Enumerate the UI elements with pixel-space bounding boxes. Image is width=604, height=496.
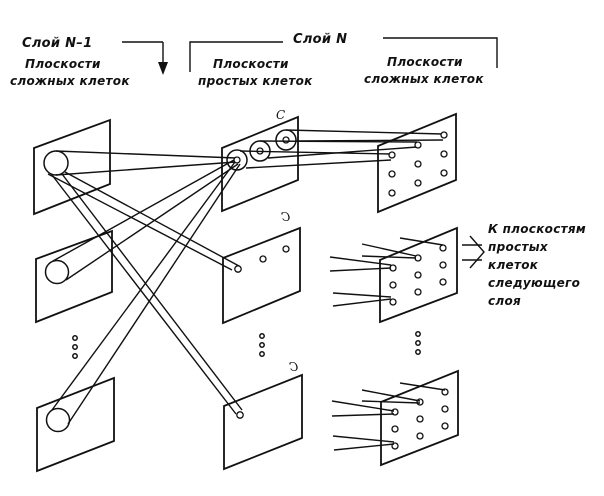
complex-cell <box>440 150 448 158</box>
complex-cell <box>414 160 422 168</box>
complex-cells <box>388 131 449 450</box>
complex-ellipsis <box>415 331 421 355</box>
complex-plane-bottom <box>380 369 459 467</box>
prev-ellipsis <box>72 335 78 359</box>
complex-cell <box>388 189 396 197</box>
complex-plane-middle <box>379 226 458 324</box>
complex-cell <box>414 179 422 187</box>
complex-planes-subtitle-2: сложных клеток <box>364 72 484 86</box>
complex-cell <box>439 244 447 252</box>
complex-cell <box>416 415 424 423</box>
output-arrow-icon <box>462 235 485 269</box>
complex-planes-subtitle-1: Плоскости <box>387 55 463 69</box>
complex-cell <box>388 151 396 159</box>
complex-cell <box>388 170 396 178</box>
complex-cell <box>416 432 424 440</box>
simple-plane-bottom <box>223 373 303 471</box>
layer-n-minus-1-subtitle-2: сложных клеток <box>10 74 130 88</box>
complex-cell <box>414 141 422 149</box>
complex-cell <box>441 388 449 396</box>
complex-cell <box>439 261 447 269</box>
simple-planes-subtitle-1: Плоскости <box>213 57 289 71</box>
output-note-line-1: К плоскостям <box>488 222 586 236</box>
connections-prev-to-simple <box>47 150 243 425</box>
simple-planes-subtitle-2: простых клеток <box>198 74 313 88</box>
output-note-line-4: следующего <box>488 276 581 290</box>
down-arrow-icon <box>158 62 168 75</box>
complex-plane-top <box>377 112 457 214</box>
layer-n-minus-1-title: Слой N–1 <box>22 36 93 51</box>
simple-top-cells <box>226 129 297 419</box>
output-note-line-5: слоя <box>488 294 522 308</box>
complex-cell <box>391 425 399 433</box>
header-bracket-layer-n <box>189 37 498 72</box>
prev-complex-plane-middle <box>35 229 113 324</box>
complex-cell <box>440 169 448 177</box>
output-note-line-3: клеток <box>488 258 539 272</box>
simple-ellipsis <box>259 333 265 357</box>
incoming-lines-complex-bottom <box>331 382 446 451</box>
layer-n-minus-1-subtitle-1: Плоскости <box>25 57 101 71</box>
complex-cell <box>441 422 449 430</box>
plane-tag-top: C <box>276 108 286 122</box>
incoming-lines-complex-middle <box>329 237 444 307</box>
prev-complex-plane-bottom <box>36 376 115 473</box>
complex-cell <box>389 298 397 306</box>
header-bracket-prev <box>122 41 168 75</box>
connections-simple-to-complex <box>239 129 444 169</box>
complex-cell <box>441 405 449 413</box>
simple-plane-middle <box>222 226 301 325</box>
output-note-line-2: простых <box>488 240 548 254</box>
complex-cell <box>414 271 422 279</box>
complex-cell <box>440 131 448 139</box>
complex-cell <box>389 281 397 289</box>
layer-n-title: Слой N <box>293 32 348 47</box>
complex-cell <box>414 288 422 296</box>
complex-cell <box>439 278 447 286</box>
